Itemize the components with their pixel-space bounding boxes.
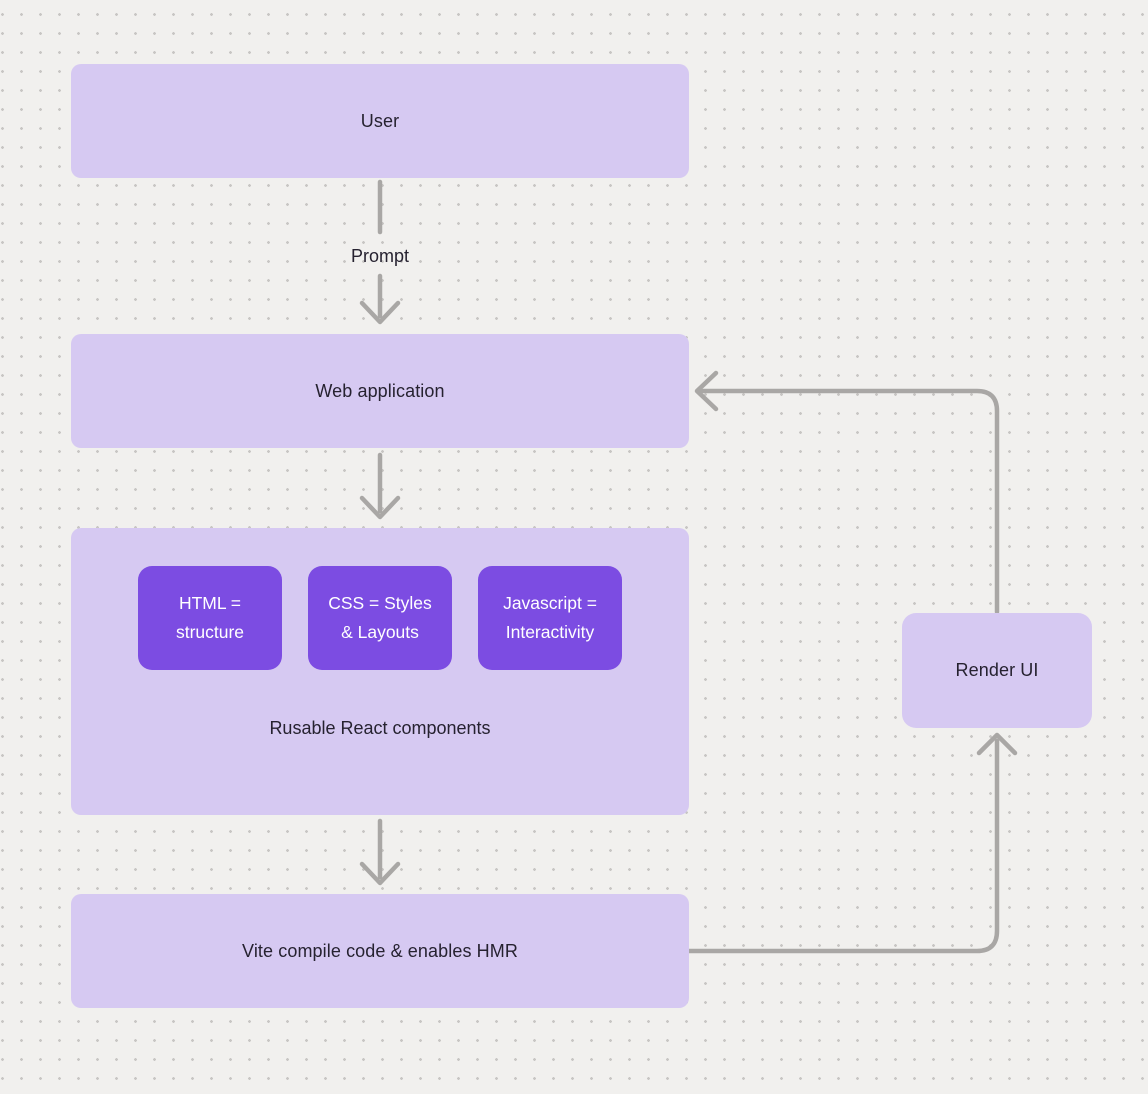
node-render-ui[interactable]: Render UI: [902, 613, 1092, 728]
edge-vite-renderui-line: [686, 738, 1000, 954]
arrowhead-down-vite-icon: [359, 861, 401, 886]
node-css[interactable]: CSS = Styles & Layouts: [308, 566, 452, 670]
node-javascript[interactable]: Javascript = Interactivity: [478, 566, 622, 670]
edge-label-prompt: Prompt: [350, 246, 410, 266]
arrowhead-down-webapp-icon: [359, 300, 401, 325]
node-user-label: User: [360, 110, 400, 131]
node-web-application-label: Web application: [315, 380, 445, 401]
node-html[interactable]: HTML = structure: [138, 566, 282, 670]
node-web-application[interactable]: Web application: [71, 334, 689, 448]
arrowhead-up-renderui-icon: [976, 732, 1018, 756]
node-html-label: HTML = structure: [175, 593, 245, 642]
node-css-label: CSS = Styles & Layouts: [328, 593, 432, 642]
node-components-group[interactable]: HTML = structure CSS = Styles & Layouts …: [71, 528, 689, 815]
node-render-ui-label: Render UI: [955, 660, 1039, 680]
node-javascript-label: Javascript = Interactivity: [503, 593, 597, 642]
arrowhead-down-components-icon: [359, 495, 401, 520]
node-vite-label: Vite compile code & enables HMR: [242, 940, 518, 961]
components-group-caption: Rusable React components: [269, 718, 491, 738]
node-vite[interactable]: Vite compile code & enables HMR: [71, 894, 689, 1008]
arrowhead-left-webapp-icon: [694, 370, 719, 412]
edge-renderui-webapp-line: [698, 388, 1000, 615]
components-row: HTML = structure CSS = Styles & Layouts …: [138, 566, 622, 670]
node-user[interactable]: User: [71, 64, 689, 178]
